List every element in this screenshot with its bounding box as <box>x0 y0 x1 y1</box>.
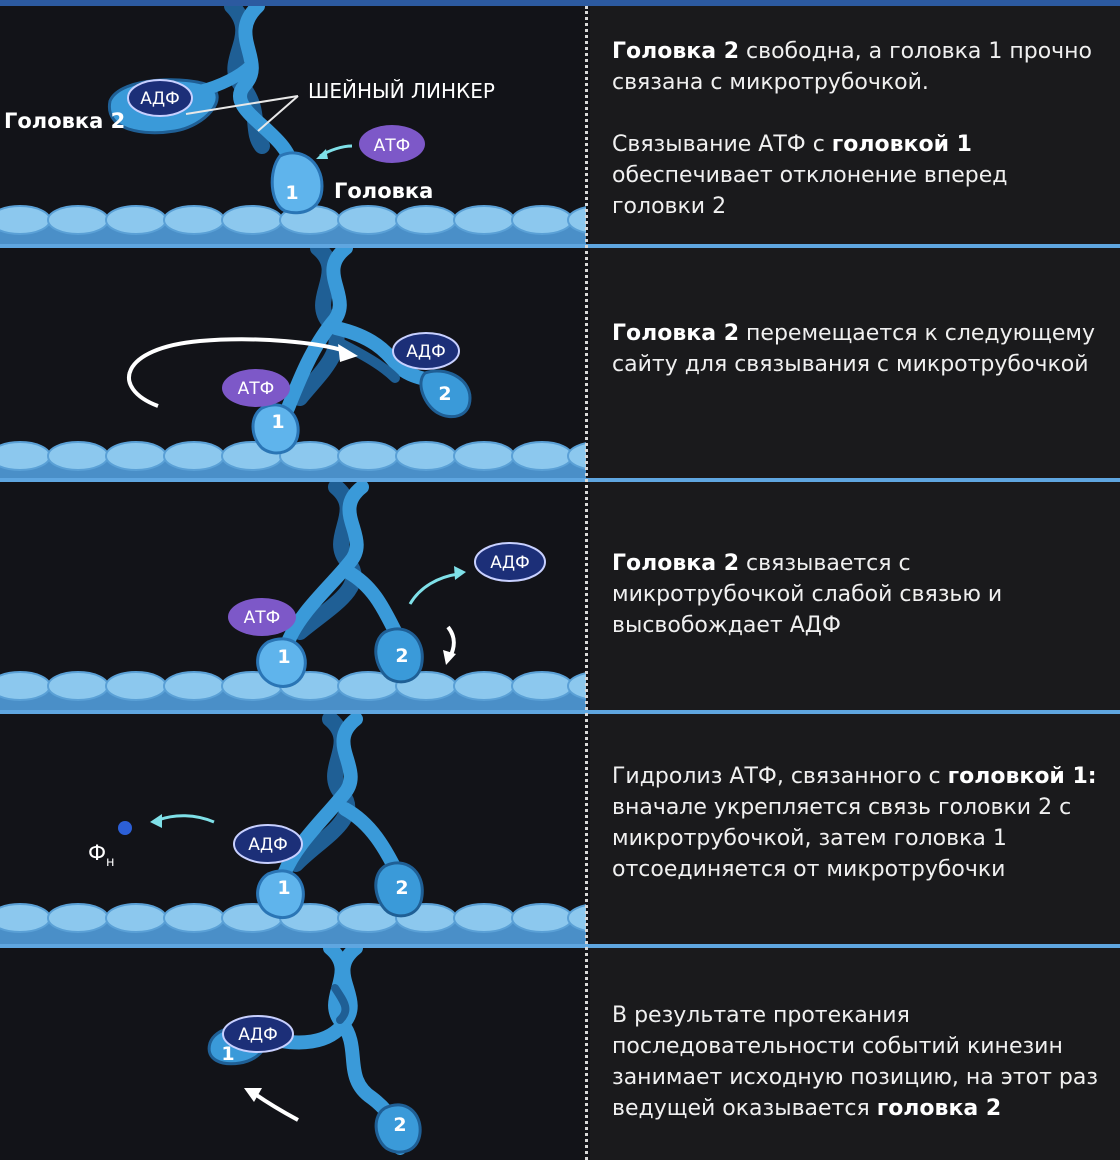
caption-4-para-1: Гидролиз АТФ, связанного с головкой 1: в… <box>612 764 1097 882</box>
microtubule <box>0 903 586 944</box>
kinesin-coil <box>281 482 405 649</box>
svg-text:АДФ: АДФ <box>248 835 288 855</box>
panel-2-illustration: АТФ АДФ 1 2 <box>0 248 586 478</box>
head-1-title: Головка <box>334 179 433 203</box>
head-1-number: 1 <box>221 1043 234 1065</box>
head-2-number: 2 <box>395 877 408 899</box>
head-1-number: 1 <box>271 411 284 433</box>
panel-2-text-bg <box>590 248 1120 478</box>
panel-5: АДФ 1 2 В результате протекания последов… <box>0 948 1120 1160</box>
head-1-shape <box>251 403 300 455</box>
phosphate-subscript: н <box>106 855 115 870</box>
head-1-shape <box>270 151 324 215</box>
caption-5-para-1: В результате протекания последовательнос… <box>612 1003 1099 1121</box>
phosphate-arrow <box>157 814 215 824</box>
divider-2 <box>0 478 1120 482</box>
adp-pill-released: АДФ <box>474 542 546 582</box>
adp-pill: АДФ <box>127 79 193 117</box>
head-2-title: Головка 2 <box>4 109 125 133</box>
panel-5-text-bg <box>590 948 1120 1160</box>
head-1-number: 1 <box>285 182 298 204</box>
panel-5-illustration: АДФ 1 2 <box>207 948 422 1155</box>
svg-text:АДФ: АДФ <box>238 1025 278 1045</box>
svg-text:АТФ: АТФ <box>238 379 275 399</box>
panel-1-illustration: АДФ АТФ ШЕЙНЫЙ ЛИНКЕР Головка 2 1 Головк… <box>0 6 586 244</box>
panel-3-illustration: АТФ АДФ 1 2 <box>0 482 586 710</box>
adp-pill: АДФ <box>222 1015 294 1053</box>
dotted-separator <box>585 6 588 1160</box>
microtubule <box>0 671 586 710</box>
head-2-shape <box>419 369 472 419</box>
adp-pill: АДФ <box>233 824 303 864</box>
atp-pill: АТФ <box>222 369 290 407</box>
head-2-shape <box>374 627 424 684</box>
caption-1-para-1: Головка 2 свободна, а головка 1 прочно с… <box>612 39 1093 95</box>
kinesin-coil <box>224 6 299 173</box>
neck-linker-pointers <box>185 95 299 132</box>
caption-2: Головка 2 перемещается к следующему сайт… <box>612 318 1102 380</box>
caption-1-para-2: Связывание АТФ с головкой 1 обеспечивает… <box>612 132 1008 219</box>
atp-pill: АТФ <box>228 598 296 636</box>
neck-linker-label: ШЕЙНЫЙ ЛИНКЕР <box>308 79 495 103</box>
panel-4-text-bg <box>590 714 1120 944</box>
microtubule <box>0 205 586 244</box>
panel-1: АДФ АТФ ШЕЙНЫЙ ЛИНКЕР Головка 2 1 Головк… <box>0 6 1120 244</box>
panel-3: АТФ АДФ 1 2 Головка 2 связывается с микр… <box>0 482 1120 710</box>
panel-1-text-bg <box>590 6 1120 244</box>
caption-1: Головка 2 свободна, а головка 1 прочно с… <box>612 36 1102 222</box>
caption-3: Головка 2 связывается с микротрубочкой с… <box>612 548 1102 641</box>
svg-text:АТФ: АТФ <box>374 136 411 156</box>
divider-1 <box>0 244 1120 248</box>
adp-pill: АДФ <box>392 332 460 370</box>
head-2-number: 2 <box>395 645 408 667</box>
phosphate-label: Ф <box>88 841 106 865</box>
divider-4 <box>0 944 1120 948</box>
top-bar <box>0 0 1120 6</box>
divider-3 <box>0 710 1120 714</box>
caption-5: В результате протекания последовательнос… <box>612 1000 1102 1124</box>
panel-3-text-bg <box>590 482 1120 710</box>
panel-4: АДФ Ф н 1 2 Гидролиз АТФ, связанного с г… <box>0 714 1120 944</box>
swing-arrow <box>127 337 346 408</box>
svg-text:АДФ: АДФ <box>406 342 446 362</box>
caption-2-para-1: Головка 2 перемещается к следующему сайт… <box>612 321 1096 377</box>
head-1-number: 1 <box>277 646 290 668</box>
caption-4: Гидролиз АТФ, связанного с головкой 1: в… <box>612 761 1102 885</box>
svg-text:АТФ: АТФ <box>244 608 281 628</box>
head-2-number: 2 <box>393 1114 406 1136</box>
head-1-shape <box>256 637 307 688</box>
svg-text:АДФ: АДФ <box>490 553 530 573</box>
kinesin-coil <box>277 714 405 881</box>
svg-text:АДФ: АДФ <box>140 89 180 109</box>
head-2-shape <box>374 861 424 918</box>
panel-2: АТФ АДФ 1 2 Головка 2 перемещается к сле… <box>0 248 1120 478</box>
phosphate-dot <box>118 821 132 835</box>
head-2-shape <box>374 1103 422 1154</box>
atp-pill: АТФ <box>359 125 425 163</box>
return-arrow <box>253 1092 299 1122</box>
release-arrow <box>408 572 459 605</box>
head-1-number: 1 <box>277 877 290 899</box>
panel-4-illustration: АДФ Ф н 1 2 <box>0 714 586 944</box>
head-1-shape <box>256 869 305 920</box>
head-2-number: 2 <box>438 383 451 405</box>
caption-3-para-1: Головка 2 связывается с микротрубочкой с… <box>612 551 1003 638</box>
microtubule <box>0 441 586 478</box>
